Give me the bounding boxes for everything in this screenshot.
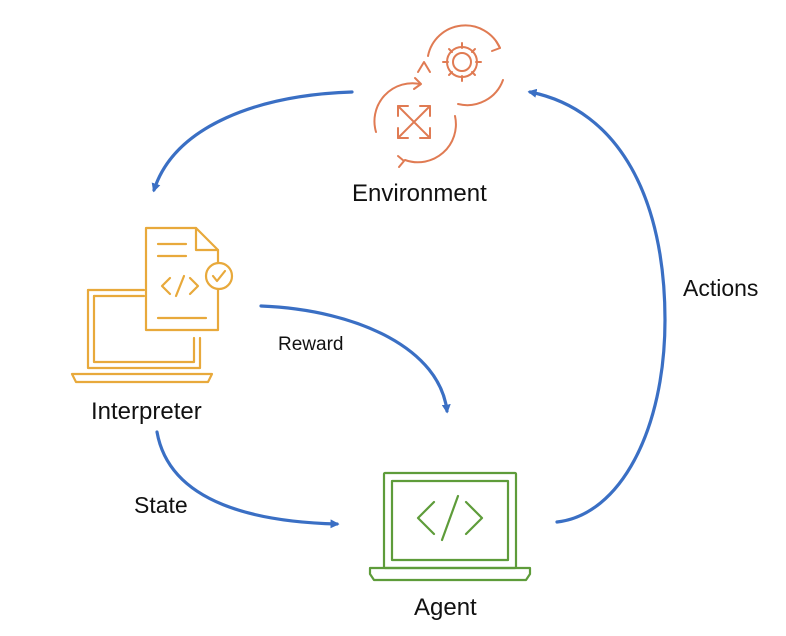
arrow-interpreter-to-agent-state (155, 430, 340, 529)
environment-label: Environment (352, 180, 487, 207)
interpreter-label: Interpreter (91, 398, 202, 425)
laptop-icon (70, 288, 214, 384)
arrow-interpreter-to-agent-reward (259, 304, 451, 414)
reward-label: Reward (278, 334, 344, 355)
expand-arrows-icon (373, 77, 457, 168)
actions-label: Actions (683, 275, 759, 301)
agent-label: Agent (414, 594, 477, 621)
gear-icon (417, 24, 504, 107)
code-icon (416, 494, 484, 542)
interpreter-icon (70, 226, 234, 384)
agent-icon (368, 471, 532, 582)
arrow-agent-to-environment (527, 88, 667, 524)
state-label: State (134, 492, 188, 518)
check-circle-icon (204, 261, 234, 291)
document-icon (144, 226, 220, 332)
arrow-environment-to-interpreter (151, 90, 354, 193)
environment-icon (373, 24, 504, 168)
